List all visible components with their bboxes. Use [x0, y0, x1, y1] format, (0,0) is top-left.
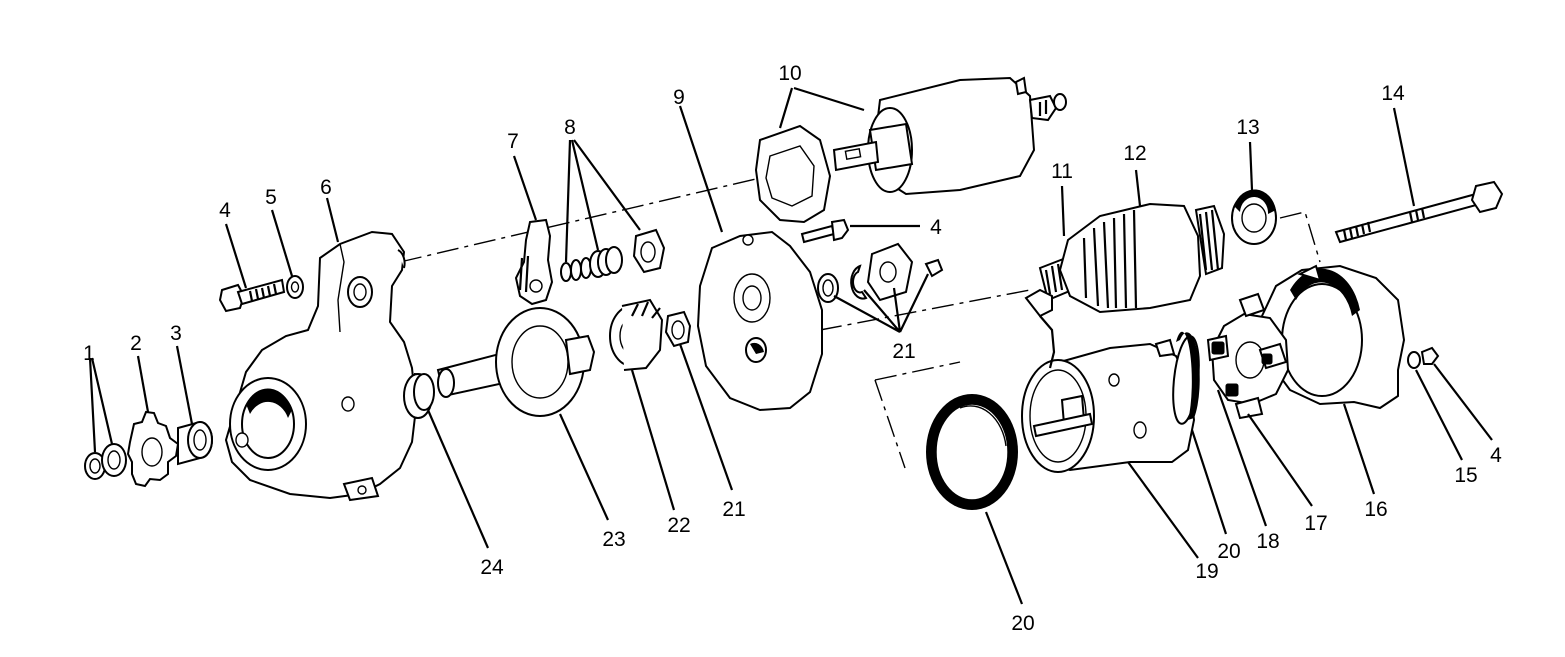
callout-20-right: 20 [1217, 540, 1240, 563]
callout-19: 19 [1195, 560, 1218, 583]
bushing [177, 420, 213, 466]
callout-16: 16 [1364, 498, 1387, 521]
callout-12: 12 [1123, 142, 1146, 165]
callout-labels: 1 2 3 4 5 6 7 8 9 10 4 11 12 13 14 21 4 … [83, 62, 1502, 635]
callout-13: 13 [1236, 116, 1259, 139]
callout-20-bottom: 20 [1011, 612, 1034, 635]
solenoid [754, 76, 1067, 224]
armature [1058, 202, 1226, 314]
planetary-carrier [436, 307, 596, 417]
pinion-gear [126, 410, 180, 488]
callout-14: 14 [1381, 82, 1405, 105]
callout-21-middle: 21 [722, 498, 745, 521]
seal-ring-large [926, 394, 1018, 510]
callout-10: 10 [778, 62, 801, 85]
center-plate [696, 230, 823, 412]
callout-2: 2 [130, 332, 142, 355]
callout-6: 6 [320, 176, 332, 199]
seal-ring-small [1172, 331, 1200, 425]
bolt-left [218, 278, 286, 313]
callout-4-left: 4 [219, 199, 231, 222]
brush-holder [1206, 292, 1290, 420]
callout-5: 5 [265, 186, 277, 209]
retainer-set [817, 242, 944, 303]
spring-set [560, 228, 666, 282]
through-bolt [1334, 180, 1504, 244]
callout-17: 17 [1304, 512, 1327, 535]
callout-1: 1 [83, 342, 95, 365]
snap-ring-and-collar [84, 443, 127, 480]
lock-washer [1407, 351, 1421, 369]
field-frame [1021, 315, 1196, 473]
callout-4-middle: 4 [930, 216, 942, 239]
callout-8: 8 [564, 116, 576, 139]
leader-lines [88, 86, 1493, 605]
bearing [1231, 189, 1277, 245]
drive-housing [224, 230, 433, 502]
callout-23: 23 [602, 528, 625, 551]
drive-clutch [609, 298, 664, 371]
callout-18: 18 [1256, 530, 1279, 553]
callout-15: 15 [1454, 464, 1477, 487]
shift-lever [514, 218, 554, 306]
washer [286, 275, 304, 299]
callout-4-right: 4 [1490, 444, 1502, 467]
screw-right [1420, 346, 1440, 365]
callout-9: 9 [673, 86, 685, 109]
callout-11: 11 [1051, 160, 1073, 183]
brush [1211, 341, 1273, 397]
callout-24: 24 [480, 556, 504, 579]
callout-22: 22 [667, 514, 690, 537]
callout-21-right: 21 [892, 340, 915, 363]
thrust-washer [664, 310, 692, 348]
housing-bushing [413, 373, 435, 411]
bolt-middle [800, 218, 850, 244]
callout-3: 3 [170, 322, 182, 345]
assembly-centerlines [399, 177, 1321, 469]
callout-7: 7 [507, 130, 519, 153]
